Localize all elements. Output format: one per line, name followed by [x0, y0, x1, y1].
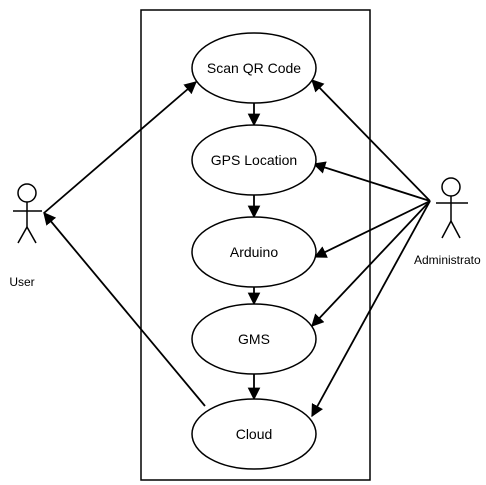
- association-admin-cloud: [311, 200, 431, 418]
- association-admin-arduino: [313, 200, 431, 258]
- use-case-label: Scan QR Code: [207, 60, 301, 76]
- use-case-arduino[interactable]: Arduino: [191, 216, 317, 288]
- stick-figure-icon: [13, 183, 42, 244]
- use-case-label: GMS: [238, 331, 270, 347]
- actor-administrator[interactable]: Administrato: [414, 177, 481, 267]
- use-case-label: Cloud: [236, 426, 273, 442]
- stick-figure-icon: [436, 177, 468, 239]
- connections: [43, 79, 431, 418]
- association-admin-scan: [311, 79, 431, 202]
- actor-user[interactable]: User: [9, 183, 42, 289]
- actor-label-administrator: Administrato: [414, 253, 481, 267]
- association-admin-gps: [312, 161, 431, 202]
- use-case-gms[interactable]: GMS: [191, 303, 317, 375]
- system-boundary: [140, 9, 371, 481]
- use-case-label: Arduino: [230, 244, 278, 260]
- use-case-gps-location[interactable]: GPS Location: [191, 124, 317, 196]
- association-admin-gms: [311, 200, 431, 327]
- use-case-label: GPS Location: [211, 152, 297, 168]
- use-case-scan-qr-code[interactable]: Scan QR Code: [191, 32, 317, 104]
- actor-label-user: User: [9, 275, 34, 289]
- association-user-scan: [43, 81, 197, 214]
- association-cloud-user: [43, 212, 206, 407]
- use-case-cloud[interactable]: Cloud: [191, 398, 317, 470]
